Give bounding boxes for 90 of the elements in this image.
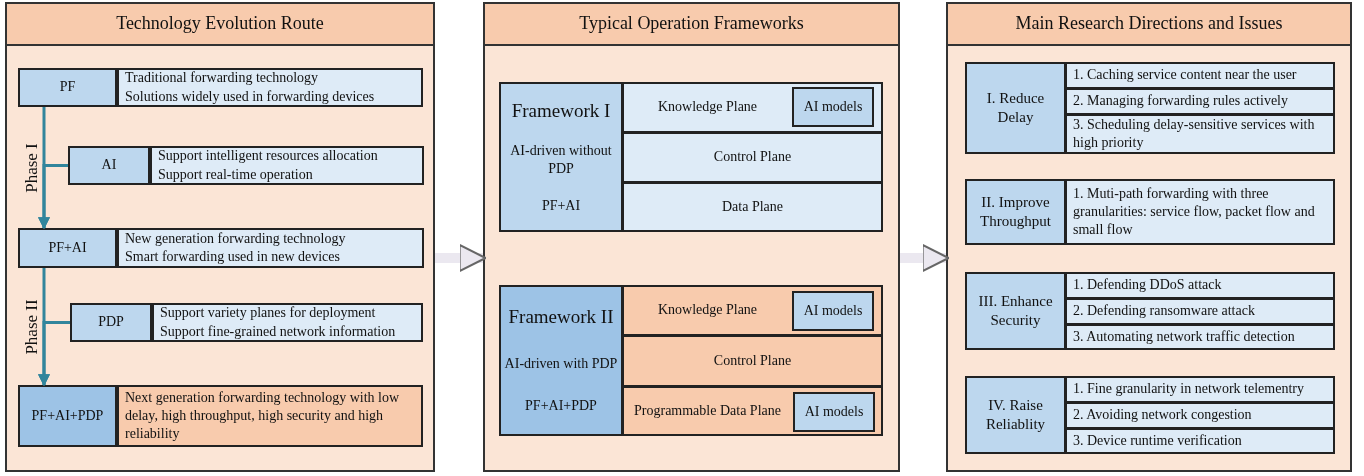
edge-label: Phase II bbox=[22, 298, 40, 355]
plane-box bbox=[622, 182, 883, 232]
box-label: Framework II bbox=[508, 305, 614, 330]
category-box bbox=[965, 179, 1066, 245]
box-label: 1. Caching service content near the user bbox=[1073, 66, 1297, 85]
model-box bbox=[792, 87, 874, 127]
issue-box bbox=[1065, 88, 1335, 115]
model-box bbox=[792, 291, 874, 331]
description-box bbox=[117, 228, 424, 268]
box-label: Control Plane bbox=[713, 148, 792, 167]
box-label: PDP bbox=[98, 313, 124, 332]
issue-box bbox=[1065, 376, 1335, 403]
box-label: New generation forwarding technology bbox=[125, 229, 346, 248]
edge-label: Phase I bbox=[22, 142, 40, 193]
category-box bbox=[965, 62, 1066, 154]
box-label: Solutions widely used in forwarding devices bbox=[125, 87, 375, 106]
category-box bbox=[965, 272, 1066, 350]
box-label: 3. Automating network traffic detection bbox=[1073, 327, 1295, 346]
category-box bbox=[965, 376, 1066, 454]
box-label: Programmable Data Plane bbox=[634, 401, 781, 420]
box-label: Support fine-grained network information bbox=[160, 322, 396, 341]
box-label: PF bbox=[59, 78, 76, 97]
box-label: Framework I bbox=[511, 99, 611, 124]
box-label: 1. Muti-path forwarding with three granularities: service flow, packet flow and small flow bbox=[1073, 184, 1316, 240]
box-label: Data Plane bbox=[722, 197, 783, 216]
box-label: Next generation forwarding technology with low delay, high throughput, high security and high reliability bbox=[125, 388, 401, 444]
issue-box bbox=[1065, 62, 1335, 89]
term-box bbox=[68, 146, 150, 185]
box-label: III. Enhance Security bbox=[977, 291, 1054, 330]
box-label: AI models bbox=[804, 402, 864, 421]
panel-title: Main Research Directions and Issues bbox=[948, 4, 1350, 46]
box-label: Support real-time operation bbox=[158, 165, 313, 184]
issue-box bbox=[1065, 324, 1335, 350]
box-label: I. Reduce Delay bbox=[985, 88, 1046, 127]
plane-box bbox=[622, 386, 883, 436]
box-label: 1. Fine granularity in network telementry bbox=[1073, 380, 1304, 399]
description-box bbox=[117, 68, 423, 107]
description-box bbox=[117, 385, 423, 447]
block-arrow bbox=[900, 243, 950, 273]
issue-box bbox=[1065, 298, 1335, 325]
box-label: 2. Defending ransomware attack bbox=[1073, 302, 1255, 321]
box-label: 3. Device runtime verification bbox=[1073, 431, 1242, 450]
plane-box bbox=[622, 132, 883, 183]
block-arrow bbox=[435, 243, 487, 273]
box-label: Knowledge Plane bbox=[657, 301, 758, 320]
box-label: AI models bbox=[803, 301, 863, 320]
box-label: II. Improve Throughput bbox=[979, 192, 1052, 231]
box-label: Traditional forwarding technology bbox=[125, 69, 319, 88]
arrow bbox=[38, 164, 68, 230]
term-box bbox=[18, 68, 117, 107]
framework-box bbox=[499, 285, 623, 436]
plane-box bbox=[622, 82, 883, 133]
issue-box bbox=[1065, 402, 1335, 429]
term-box bbox=[18, 385, 117, 447]
plane-box bbox=[622, 285, 883, 336]
issue-box bbox=[1065, 179, 1335, 245]
issue-box bbox=[1065, 428, 1335, 454]
panel-title: Typical Operation Frameworks bbox=[485, 4, 898, 46]
box-label: 3. Scheduling delay-sensitive services with high priority bbox=[1073, 115, 1316, 152]
panel bbox=[946, 2, 1352, 472]
plane-box bbox=[622, 335, 883, 387]
box-label: PF+AI+PDP bbox=[525, 397, 597, 416]
box-label: IV. Raise Reliablity bbox=[984, 395, 1047, 434]
box-label: 1. Defending DDoS attack bbox=[1073, 276, 1222, 295]
box-label: AI models bbox=[803, 97, 863, 116]
panel bbox=[483, 2, 900, 472]
term-box bbox=[18, 228, 117, 268]
box-label: PF+AI bbox=[541, 196, 581, 215]
description-box bbox=[150, 146, 424, 185]
box-label: Control Plane bbox=[713, 351, 792, 370]
term-box bbox=[70, 303, 152, 342]
panel-title: Technology Evolution Route bbox=[7, 4, 433, 46]
box-label: Support intelligent resources allocation bbox=[158, 147, 378, 166]
box-label: PF+AI bbox=[48, 238, 87, 257]
description-box bbox=[152, 303, 423, 342]
issue-box bbox=[1065, 114, 1335, 154]
framework-box bbox=[499, 82, 623, 232]
model-box bbox=[793, 392, 875, 432]
issue-box bbox=[1065, 272, 1335, 299]
box-label: Knowledge Plane bbox=[657, 98, 758, 117]
box-label: 2. Managing forwarding rules actively bbox=[1073, 92, 1288, 111]
box-label: AI-driven without PDP bbox=[509, 142, 613, 179]
arrow bbox=[38, 321, 70, 387]
box-label: 2. Avoiding network congestion bbox=[1073, 406, 1252, 425]
box-label: AI bbox=[101, 156, 117, 175]
box-label: PF+AI+PDP bbox=[31, 406, 104, 425]
box-label: Smart forwarding used in new devices bbox=[125, 248, 340, 266]
panel bbox=[5, 2, 435, 472]
box-label: AI-driven with PDP bbox=[504, 354, 618, 373]
box-label: Support variety planes for deployment bbox=[160, 304, 376, 323]
